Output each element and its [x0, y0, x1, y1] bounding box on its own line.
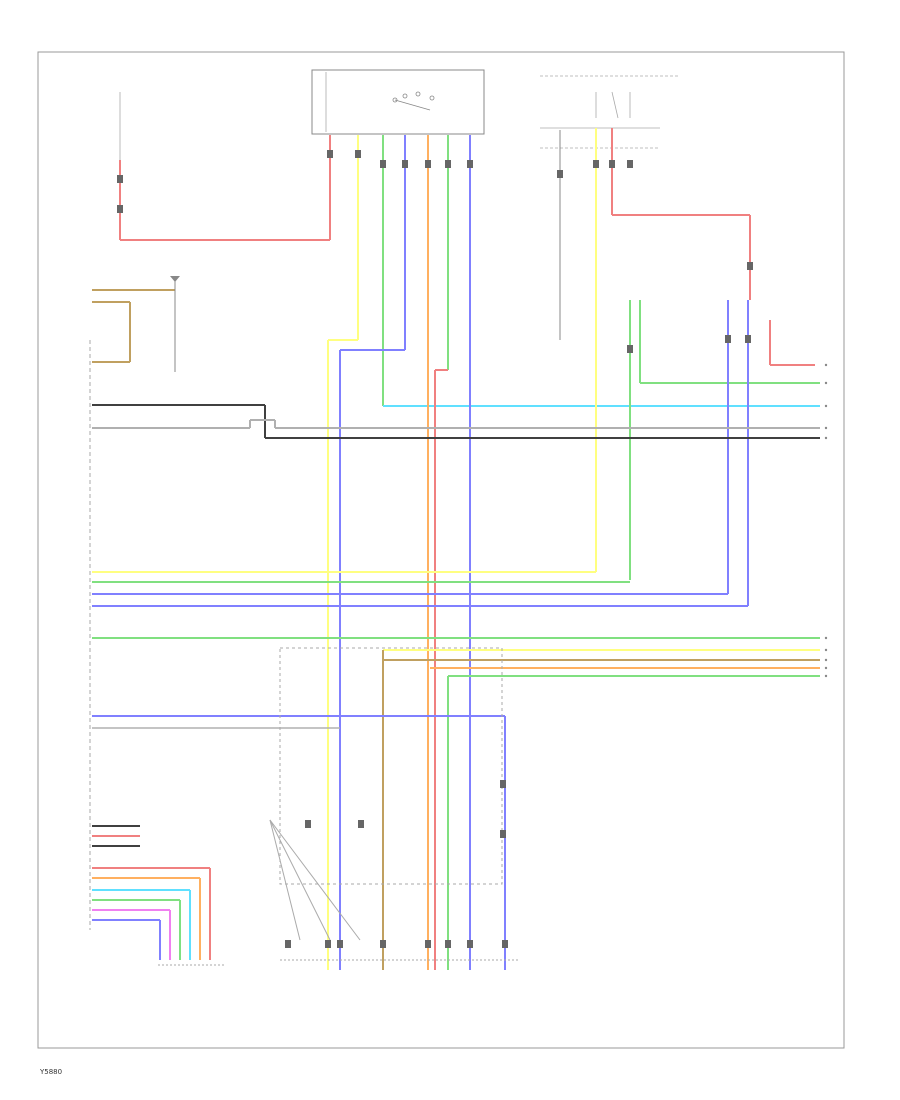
diagram-border [37, 51, 845, 1049]
switch-symbol [392, 91, 435, 111]
right-wires [559, 128, 820, 606]
top-component-box [311, 69, 485, 135]
top-right-component [540, 75, 680, 149]
ground-junction [92, 276, 180, 372]
fuse-feed [119, 92, 331, 241]
horizontal-bus [92, 404, 820, 970]
bottom-left-wires [92, 825, 211, 960]
diagram-code: Y5880 [40, 1068, 63, 1076]
right-end-markers [824, 363, 828, 678]
vertical-wires [327, 135, 820, 970]
bottom-connector [158, 647, 520, 966]
connector-ticks [117, 150, 753, 948]
